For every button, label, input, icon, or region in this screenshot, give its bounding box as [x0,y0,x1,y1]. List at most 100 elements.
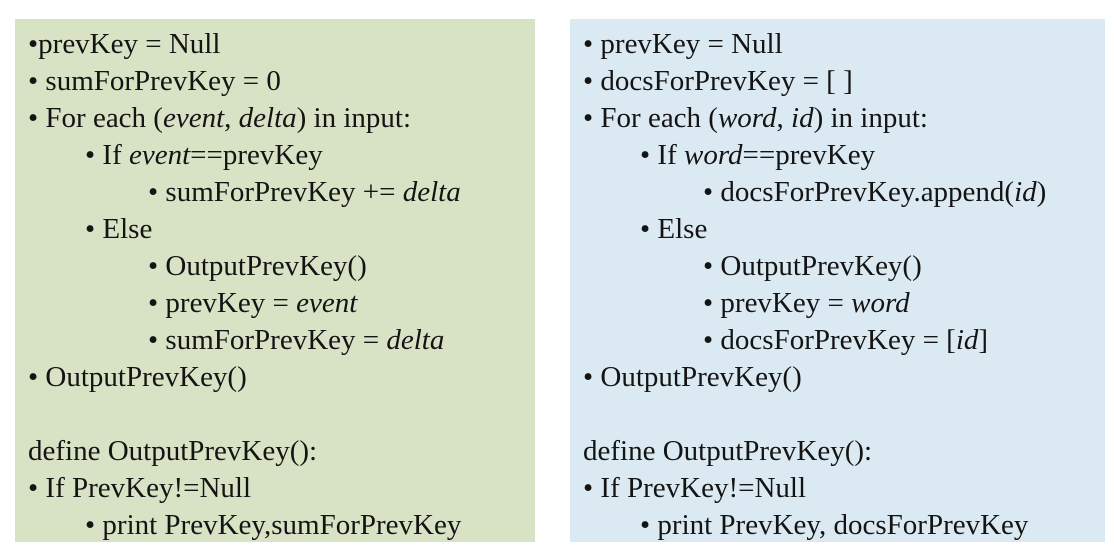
code-text: define OutputPrevKey(): [583,435,873,467]
bullet-icon: • [703,176,721,208]
code-text: docsForPrevKey = [ [720,324,956,356]
code-text-italic: event [128,139,191,171]
code-text: ) [1036,176,1047,208]
code-line: • If word==prevKey [583,137,1095,174]
bullet-icon: • [85,139,103,171]
bullet-icon: • [148,176,166,208]
blank-line [583,396,1095,433]
bullet-icon: • [148,287,166,319]
code-line: • print PrevKey, docsForPrevKey [583,507,1095,544]
code-text-italic: delta [238,102,297,134]
code-text: sumForPrevKey = 0 [45,65,281,97]
code-text: prevKey = Null [600,28,783,60]
code-text: docsForPrevKey.append( [720,176,1015,208]
code-text-italic: id [791,102,814,134]
bullet-icon: • [703,324,721,356]
code-text-italic: word [683,139,743,171]
bullet-icon: • [703,250,721,282]
bullet-icon: • [28,361,46,393]
code-text: ) in input: [813,102,928,134]
code-line: • prevKey = Null [583,26,1095,63]
code-line: • print PrevKey,sumForPrevKey [28,507,525,544]
bullet-icon: • [640,509,658,541]
code-text: If [102,139,129,171]
bullet-icon: • [583,102,601,134]
code-text: prevKey = Null [38,28,221,60]
code-text: If [657,139,684,171]
code-line: • OutputPrevKey() [28,248,525,285]
code-line: • If event==prevKey [28,137,525,174]
code-text: ) in input: [296,102,412,134]
code-line: • For each (word, id) in input: [583,100,1095,137]
code-line: • For each (event, delta) in input: [28,100,525,137]
code-text: OutputPrevKey() [45,361,247,393]
bullet-icon: • [28,472,46,504]
code-line: •prevKey = Null [28,26,525,63]
code-text-italic: delta [402,176,461,208]
bullet-icon: • [583,28,601,60]
code-text-italic: word [851,287,910,319]
code-text: If PrevKey!=Null [45,472,252,504]
code-text-italic: word [717,102,777,134]
code-line: • OutputPrevKey() [28,359,525,396]
code-line: • If PrevKey!=Null [28,470,525,507]
bullet-icon: • [148,250,166,282]
bullet-icon: • [85,509,103,541]
docs-reducer-pseudocode-panel: • prevKey = Null• docsForPrevKey = [ ]• … [570,19,1105,542]
code-text: OutputPrevKey() [165,250,367,282]
code-line: • sumForPrevKey = 0 [28,63,525,100]
bullet-icon: • [583,361,601,393]
code-line: define OutputPrevKey(): [583,433,1095,470]
code-text: Else [102,213,153,245]
code-text: docsForPrevKey = [ ] [600,65,853,97]
code-text: print PrevKey,sumForPrevKey [102,509,462,541]
code-text: Else [657,213,708,245]
code-line: • docsForPrevKey = [ ] [583,63,1095,100]
code-text-italic: id [1014,176,1037,208]
code-text: sumForPrevKey = [165,324,387,356]
code-text-italic: delta [386,324,445,356]
bullet-icon: • [28,65,46,97]
code-text: prevKey = [165,287,297,319]
code-line: • docsForPrevKey = [id] [583,322,1095,359]
code-line: • docsForPrevKey.append(id) [583,174,1095,211]
code-text: ==prevKey [190,139,323,171]
code-text-italic: event [296,287,358,319]
code-line: • OutputPrevKey() [583,248,1095,285]
code-line: • prevKey = event [28,285,525,322]
code-line: define OutputPrevKey(): [28,433,525,470]
bullet-icon: • [703,287,721,319]
bullet-icon: • [640,213,658,245]
code-text: define OutputPrevKey(): [28,435,318,467]
bullet-icon: • [640,139,658,171]
code-text: ] [978,324,989,356]
bullet-icon: • [148,324,166,356]
code-text: OutputPrevKey() [720,250,922,282]
sum-reducer-pseudocode-panel: •prevKey = Null• sumForPrevKey = 0• For … [15,19,535,542]
code-line: • Else [28,211,525,248]
bullet-icon: • [583,65,601,97]
blank-line [28,396,525,433]
code-line: • Else [583,211,1095,248]
code-line: • OutputPrevKey() [583,359,1095,396]
bullet-icon: • [583,472,601,504]
code-text: ==prevKey [742,139,876,171]
bullet-icon: • [85,213,103,245]
bullet-icon: • [28,102,46,134]
code-line: • sumForPrevKey += delta [28,174,525,211]
code-line: • sumForPrevKey = delta [28,322,525,359]
code-text: For each ( [45,102,163,134]
code-text: , [224,102,239,134]
code-text-italic: id [955,324,979,356]
code-line: • If PrevKey!=Null [583,470,1095,507]
code-text: For each ( [600,102,718,134]
code-text: print PrevKey, docsForPrevKey [657,509,1029,541]
code-text: , [776,102,792,134]
code-text: prevKey = [720,287,852,319]
code-text-italic: event [162,102,225,134]
code-line: • prevKey = word [583,285,1095,322]
bullet-icon: • [28,28,39,60]
code-text: If PrevKey!=Null [600,472,807,504]
code-text: sumForPrevKey += [165,176,403,208]
